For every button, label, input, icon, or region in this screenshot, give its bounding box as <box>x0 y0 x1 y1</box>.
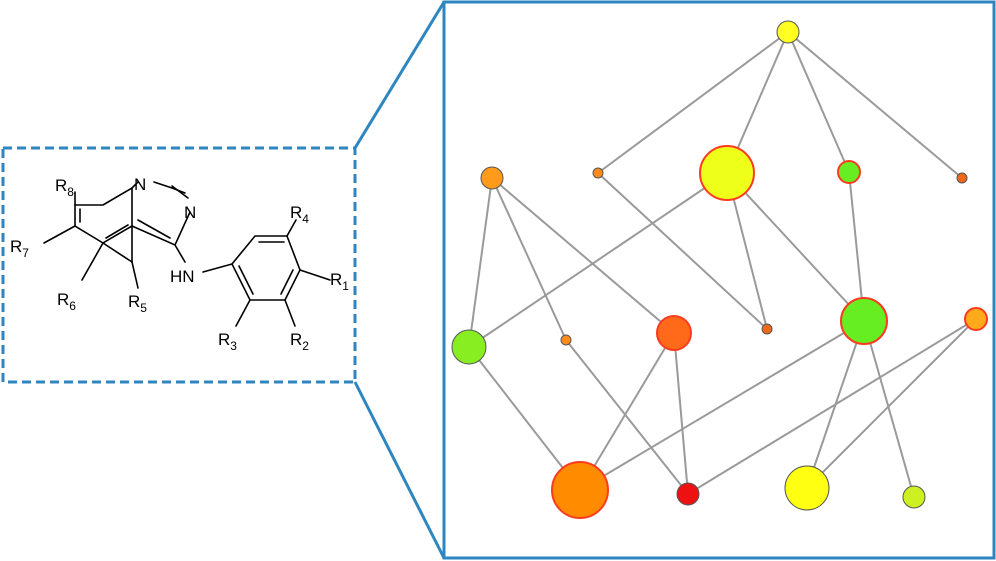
label-r1: R1 <box>330 270 349 293</box>
network-node-n15 <box>784 465 830 511</box>
benzo-double-bond-2 <box>105 224 129 239</box>
edge-n4-n7 <box>468 172 728 348</box>
edge-n1-n5 <box>787 31 850 173</box>
edge-n11-n16 <box>863 320 915 498</box>
zoom-connector-bottom <box>353 381 446 559</box>
network-nodes <box>451 20 988 519</box>
network-node-n12 <box>964 307 988 331</box>
edge-n3-n10 <box>597 172 768 330</box>
network-node-n7 <box>451 329 487 365</box>
c4-nh-bond <box>174 244 186 263</box>
label-r8: R8 <box>55 176 74 199</box>
network-node-n5 <box>837 160 861 184</box>
label-r2: R2 <box>290 330 309 353</box>
network-node-n8 <box>560 334 572 346</box>
aniline-double-bond-3 <box>238 265 254 295</box>
edge-n2-n9 <box>491 177 675 334</box>
pyrimidine-double-bond-2 <box>137 219 171 239</box>
atom-nh: HN <box>170 267 195 286</box>
label-r7: R7 <box>10 237 29 260</box>
label-r5: R5 <box>128 292 147 315</box>
edge-n1-n6 <box>787 31 963 179</box>
zoom-connector-top <box>353 1 446 149</box>
network-node-n11 <box>840 297 888 345</box>
edge-n2-n8 <box>491 177 567 341</box>
benzo-ring-bonds <box>74 186 133 244</box>
edge-n1-n3 <box>597 31 789 174</box>
r4-bond <box>286 219 297 237</box>
quinazoline-structure: N N HN R8 R7 R6 R5 R4 R1 R2 R3 <box>10 175 349 353</box>
network-frame <box>442 0 996 560</box>
edge-n9-n13 <box>579 332 675 491</box>
edge-n11-n13 <box>579 320 865 491</box>
edge-n12-n15 <box>806 318 977 489</box>
edge-n5-n11 <box>848 171 865 322</box>
edge-n7-n13 <box>468 346 581 491</box>
edge-n8-n14 <box>565 339 689 495</box>
network-node-n6 <box>956 172 968 184</box>
edge-n12-n14 <box>687 318 977 495</box>
aniline-double-bond-2 <box>280 269 294 295</box>
network-edges <box>468 31 977 498</box>
molecule-dashed-frame <box>1 146 357 384</box>
label-r6: R6 <box>57 290 76 313</box>
label-r3: R3 <box>218 330 237 353</box>
edge-n4-n11 <box>726 172 865 322</box>
network-node-n1 <box>776 20 800 44</box>
pyrimidine-double-bond <box>171 185 189 199</box>
network-node-n13 <box>551 461 609 519</box>
network-node-n4 <box>699 145 755 201</box>
r5-bond <box>131 261 139 289</box>
network-node-n16 <box>902 485 926 509</box>
edge-n9-n14 <box>673 332 689 495</box>
network-node-n2 <box>480 166 504 190</box>
network-node-n10 <box>761 323 773 335</box>
aniline-ring-bonds <box>231 235 301 301</box>
network-node-n14 <box>676 482 700 506</box>
network-node-n3 <box>592 167 604 179</box>
atom-n-right: N <box>184 203 196 222</box>
atom-n-top: N <box>134 175 146 194</box>
r7-bond <box>43 225 76 244</box>
nh-aryl-bond <box>202 263 233 273</box>
r5-bond-a <box>102 242 133 263</box>
r6-bond <box>81 242 104 281</box>
label-r4: R4 <box>290 203 309 226</box>
r1-bond <box>299 269 331 281</box>
edge-n2-n7 <box>468 177 493 348</box>
r2-bond <box>284 299 296 327</box>
network-node-n9 <box>656 315 692 351</box>
r3-bond <box>235 299 251 327</box>
